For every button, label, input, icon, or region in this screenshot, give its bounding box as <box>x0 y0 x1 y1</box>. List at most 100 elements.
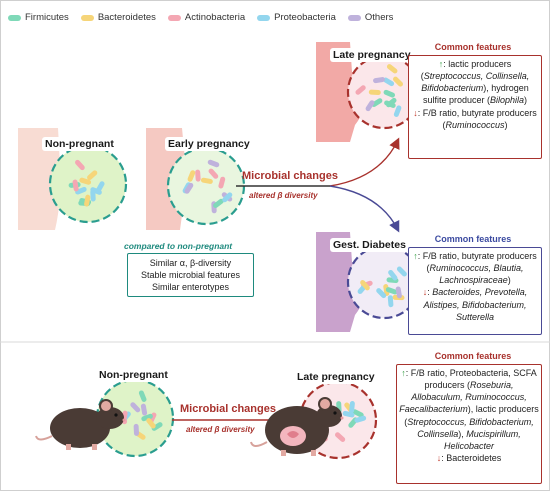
legend-label: Bacteroidetes <box>97 12 156 23</box>
microbial-changes-label: Microbial changes <box>242 170 338 182</box>
bacterium-cell <box>90 187 102 195</box>
mouse-features-title: Common features <box>434 351 512 361</box>
early-gut <box>166 146 246 226</box>
legend-swatch <box>257 14 271 21</box>
mouse-feature-text: : Bacteroidetes <box>441 452 502 463</box>
bacterium-cell <box>75 159 85 171</box>
bacterium-cell <box>376 288 387 299</box>
down-arrow-icon: ↓ <box>422 287 428 298</box>
bacterium-cell <box>195 169 201 182</box>
mouse-late-pregnancy <box>250 397 344 456</box>
gdm-features-title: Common features <box>434 234 512 244</box>
non-pregnant-silhouette <box>18 128 61 230</box>
bacterium-cell <box>213 198 224 209</box>
mouse-feature-text: ), <box>458 428 467 439</box>
down-arrow-icon: ↓ <box>436 452 442 463</box>
late-features-title: Common features <box>434 42 512 52</box>
late-feature-genera: Streptococcus, Collinsella, Bifidobacter… <box>421 71 530 94</box>
late-feature-text: : F/B ratio, butyrate producers ( <box>417 107 537 130</box>
mouse-non-pregnant-label: Non-pregnant <box>96 368 171 382</box>
arrow-to-gdm <box>329 185 400 233</box>
bacterium-cell <box>385 287 398 295</box>
bacterium-cell <box>87 170 98 181</box>
bacterium-cell <box>360 280 370 291</box>
legend-swatch <box>8 14 21 21</box>
bacterium-cell <box>387 295 394 308</box>
bacterium-cell <box>355 85 366 95</box>
up-arrow-icon: ↑ <box>401 368 406 378</box>
gdm-label: Gest. Diabetes <box>330 238 409 252</box>
legend-label: Firmicutes <box>25 12 69 23</box>
late-feature-text: ) <box>504 119 508 130</box>
gdm-feature-text: : <box>427 287 433 298</box>
gdm-features-box: ↑: F/B ratio, butyrate producers (Rumino… <box>408 247 542 335</box>
bacteria-cells <box>68 64 407 442</box>
bacterium-cell <box>218 176 226 189</box>
bacterium-cell <box>130 402 141 413</box>
bacterium-cell <box>208 168 219 179</box>
arrow-to-late-pregnancy <box>329 137 400 187</box>
legend-swatch <box>347 14 361 21</box>
bacterium-cell <box>141 413 153 422</box>
bacterium-cell <box>349 401 355 413</box>
late-pregnancy-label: Late pregnancy <box>330 48 414 62</box>
bacterium-cell <box>368 89 381 95</box>
legend-label: Others <box>364 12 394 23</box>
mouse-feature-genera: Mucispirillum, Helicobacter <box>443 428 521 451</box>
compared-title: compared to non-pregnant <box>124 241 233 251</box>
up-arrow-icon: ↑ <box>413 251 418 261</box>
bacterium-cell <box>146 418 156 429</box>
legend-item: Bacteroidetes <box>80 12 156 23</box>
legend-swatch <box>167 14 181 21</box>
bacterium-cell <box>84 194 91 207</box>
late-features-box: ↑: lactic producers (Streptococcus, Coll… <box>408 55 542 159</box>
bacterium-cell <box>365 100 375 112</box>
bacterium-cell <box>75 186 87 195</box>
bacterium-cell <box>187 170 196 182</box>
bacterium-cell <box>72 179 79 192</box>
legend-item: Others <box>347 12 394 23</box>
legend-label: Actinobacteria <box>184 12 246 23</box>
up-arrow-icon: ↑ <box>438 59 444 69</box>
late-feature-genera: Bilophila <box>490 95 525 106</box>
gdm-feature-genera: Bacteroides, Prevotella, Alistipes, Bifi… <box>423 287 528 322</box>
legend-item: Proteobacteria <box>257 12 336 23</box>
mouse-feature-genera: Roseburia, Allobaculum, Ruminococcus, Fa… <box>399 380 527 415</box>
bacterium-cell <box>342 410 355 418</box>
bacterium-cell <box>393 76 403 87</box>
late-feature-text: ) <box>524 95 528 106</box>
bacterium-cell <box>133 423 139 436</box>
compared-box: Similar α, β-diversity Stable microbial … <box>127 253 254 298</box>
bacterium-cell <box>352 409 364 418</box>
bacterium-cell <box>386 64 398 74</box>
bacterium-cell <box>371 98 383 107</box>
compared-line: Similar enterotypes <box>151 282 230 293</box>
altered-beta-label: altered β diversity <box>249 191 318 200</box>
compared-line: Stable microbial features <box>140 270 241 281</box>
bacterium-cell <box>393 105 402 117</box>
late-feature-genera: Ruminococcus <box>445 119 505 130</box>
bacterium-cell <box>140 403 148 416</box>
mouse-altered-beta-label: altered β diversity <box>186 425 255 434</box>
mouse-late-pregnancy-label: Late pregnancy <box>294 370 378 384</box>
bacterium-cell <box>184 182 194 194</box>
mouse-feature-text: : F/B ratio, Proteobacteria, SCFA produc… <box>405 368 537 391</box>
bacterium-cell <box>354 415 367 423</box>
bacterium-cell <box>90 189 96 202</box>
mouse-feature-genera: Streptococcus, Bifidobacterium, Collinse… <box>407 416 534 439</box>
bacterium-cell <box>138 390 147 402</box>
gdm-feature-text: : F/B ratio, butyrate producers ( <box>417 251 537 274</box>
gdm-feature-text: ) <box>507 275 511 286</box>
compared-line: Similar α, β-diversity <box>149 258 232 268</box>
non-pregnant-label: Non-pregnant <box>42 137 117 151</box>
bacterium-cell <box>395 286 402 299</box>
legend: Firmicutes Bacteroidetes Actinobacteria Pro… <box>8 12 393 23</box>
late-pregnancy-silhouette <box>316 42 366 142</box>
bacterium-cell <box>373 77 385 84</box>
bacterium-cell <box>79 177 92 185</box>
late-feature-text: : lactic producers ( <box>420 59 512 82</box>
late-feature-text: ), hydrogen sulfite producer ( <box>422 83 529 106</box>
legend-label: Proteobacteria <box>274 12 336 23</box>
mouse-feature-text: ), lactic producers ( <box>404 404 539 427</box>
legend-item: Actinobacteria <box>167 12 246 23</box>
